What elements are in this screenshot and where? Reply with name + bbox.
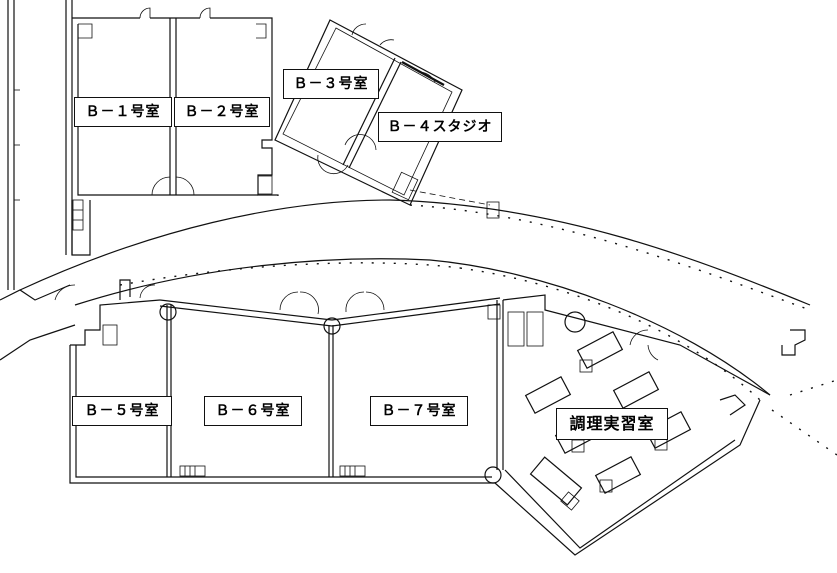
- room-label-b7: Ｂ－７号室: [370, 396, 468, 426]
- curved-corridor: [19, 189, 837, 456]
- left-corridor-walls: [0, 0, 76, 361]
- room-b5-b6-b7-walls: [54, 279, 504, 484]
- room-label-b2: Ｂ－２号室: [174, 97, 270, 127]
- room-label-b1: Ｂ－１号室: [74, 97, 172, 127]
- room-label-b3: Ｂ－３号室: [283, 69, 379, 99]
- room-label-kitchen: 調理実習室: [556, 408, 668, 440]
- room-label-b4: Ｂ－４スタジオ: [378, 112, 502, 142]
- room-label-b5: Ｂ－５号室: [72, 396, 172, 426]
- room-label-b6: Ｂ－６号室: [204, 396, 302, 426]
- room-b1-b2-walls: [71, 7, 279, 256]
